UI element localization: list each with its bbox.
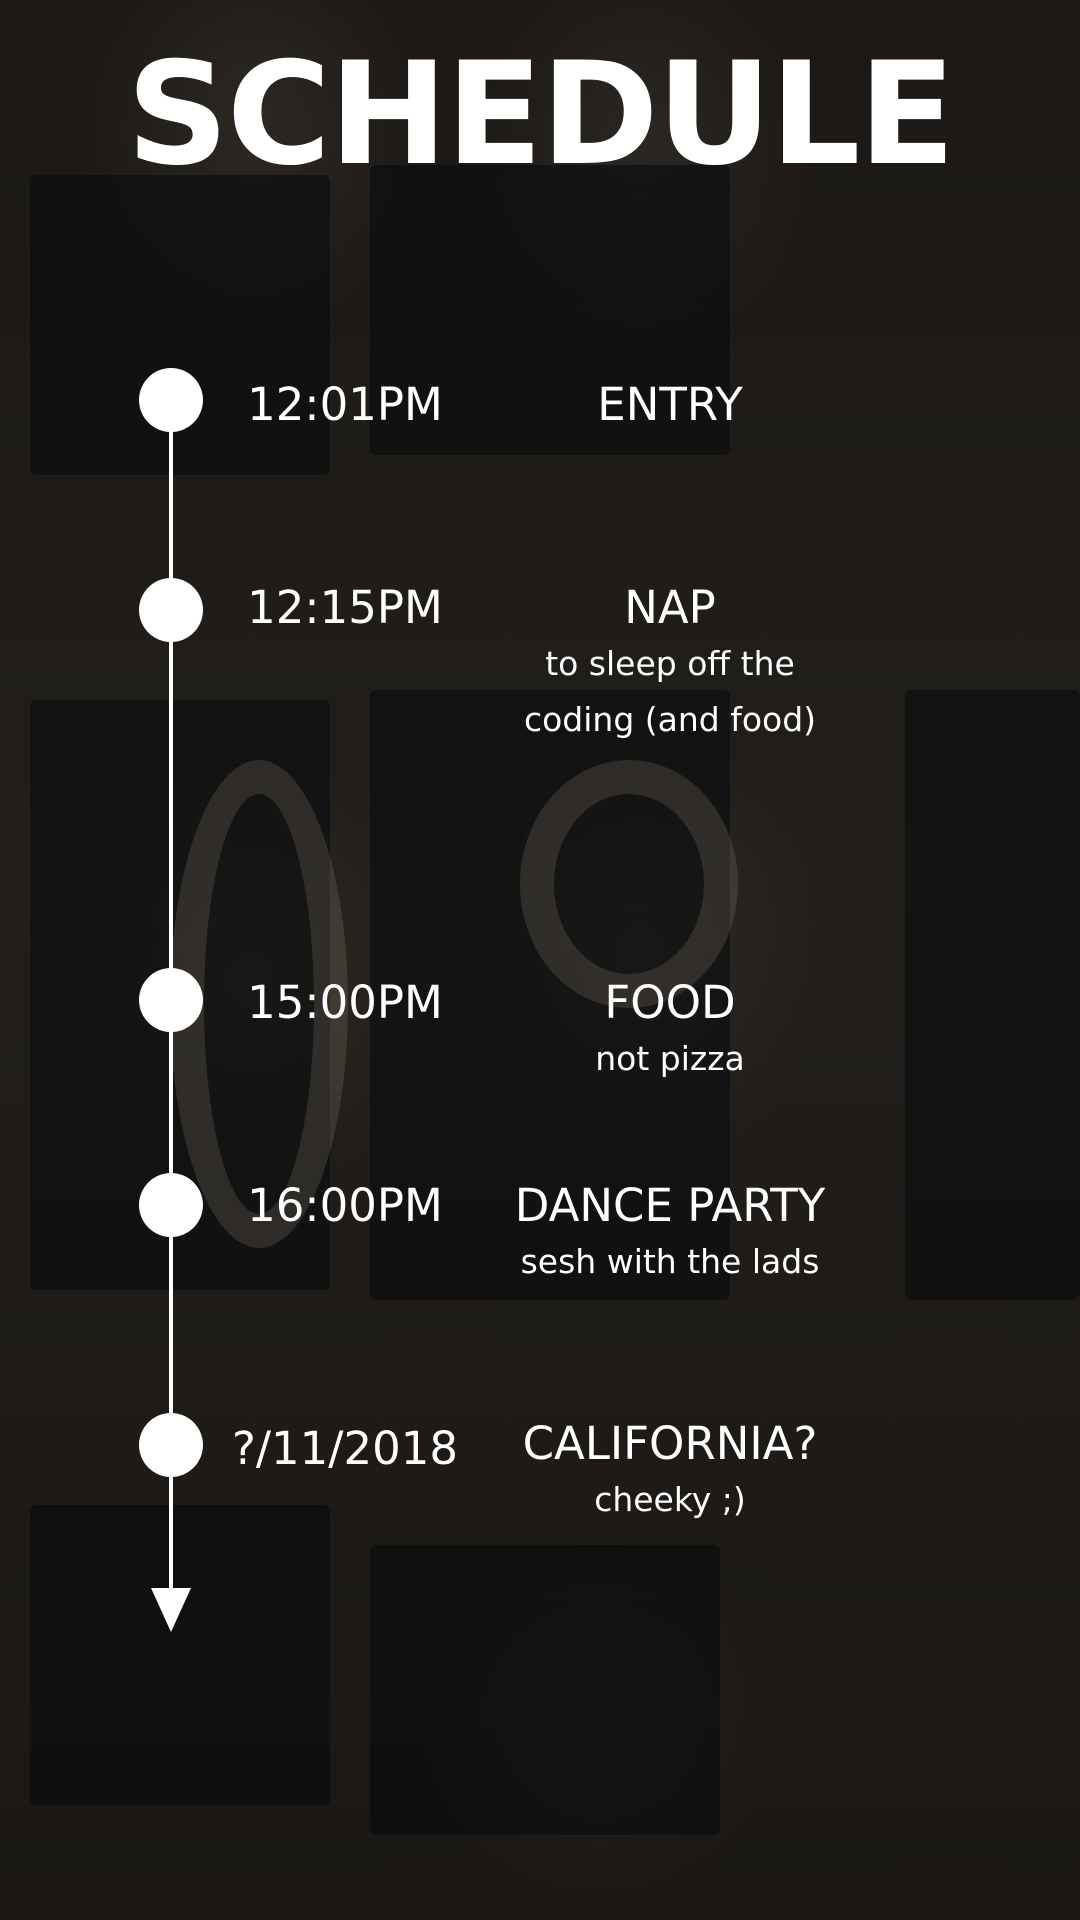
event-title: CALIFORNIA? bbox=[522, 1417, 818, 1470]
schedule-time: 15:00PM bbox=[247, 976, 443, 1029]
circle-dot-icon bbox=[139, 578, 203, 642]
circle-dot-icon bbox=[139, 1173, 203, 1237]
circle-dot-icon bbox=[139, 968, 203, 1032]
schedule-time: 12:01PM bbox=[247, 378, 443, 431]
schedule-event: DANCE PARTY sesh with the lads bbox=[470, 1178, 870, 1290]
background-glyph bbox=[520, 760, 738, 1008]
background-panel bbox=[30, 1505, 330, 1805]
circle-dot-icon bbox=[139, 1413, 203, 1477]
event-detail: sesh with the lads bbox=[520, 1242, 820, 1281]
event-title: ENTRY bbox=[597, 378, 743, 431]
event-detail: cheeky ;) bbox=[594, 1480, 746, 1519]
event-title: DANCE PARTY bbox=[514, 1179, 826, 1232]
event-title: NAP bbox=[624, 581, 716, 634]
event-detail: not pizza bbox=[595, 1039, 745, 1078]
circle-dot-icon bbox=[139, 368, 203, 432]
page-title: SCHEDULE bbox=[126, 32, 956, 197]
arrow-down-icon bbox=[151, 1588, 191, 1632]
schedule-event: CALIFORNIA? cheeky ;) bbox=[470, 1416, 870, 1528]
schedule-event: ENTRY bbox=[470, 377, 870, 433]
schedule-time: 12:15PM bbox=[247, 581, 443, 634]
event-title: FOOD bbox=[604, 976, 736, 1029]
schedule-time: ?/11/2018 bbox=[232, 1422, 458, 1475]
schedule-event: FOOD not pizza bbox=[470, 975, 870, 1087]
schedule-event: NAP to sleep off the coding (and food) bbox=[470, 580, 870, 748]
event-detail: coding (and food) bbox=[523, 700, 817, 739]
background-panel bbox=[370, 1545, 720, 1835]
background-panel bbox=[370, 165, 730, 455]
schedule-time: 16:00PM bbox=[247, 1179, 443, 1232]
background-panel bbox=[905, 690, 1080, 1300]
event-detail: to sleep off the bbox=[545, 644, 795, 683]
